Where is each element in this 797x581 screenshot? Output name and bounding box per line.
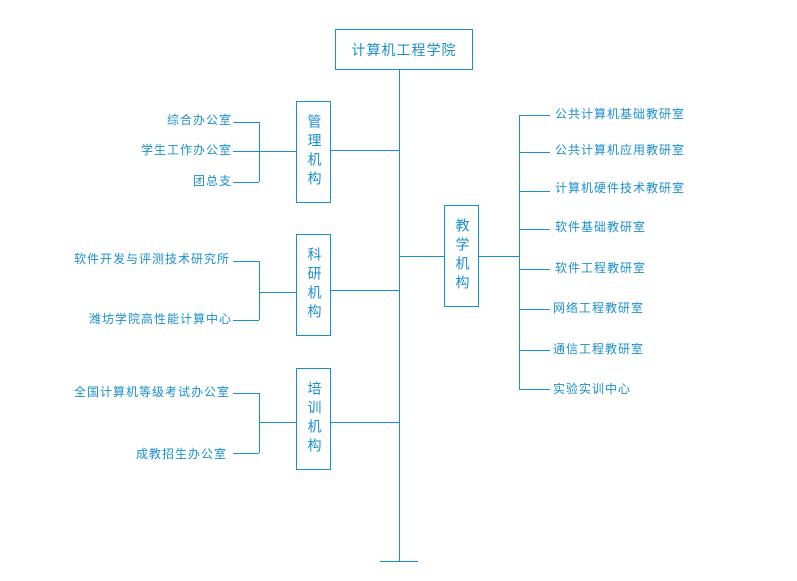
research-item: 软件开发与评测技术研究所 [73, 252, 230, 266]
root-node: 计算机工程学院 [335, 29, 473, 70]
management-node: 管理机构 [296, 101, 331, 203]
teaching-item: 软件基础教研室 [555, 220, 647, 234]
teaching-item: 软件工程教研室 [555, 261, 647, 275]
management-item: 学生工作办公室 [140, 143, 232, 157]
teaching-item: 公共计算机应用教研室 [555, 143, 686, 157]
teaching-node: 教学机构 [444, 205, 479, 307]
training-node: 培训机构 [296, 368, 331, 470]
training-item: 成教招生办公室 [135, 447, 227, 461]
teaching-item: 实验实训中心 [553, 382, 632, 396]
research-item: 潍坊学院高性能计算中心 [88, 312, 232, 326]
teaching-item: 网络工程教研室 [553, 301, 645, 315]
teaching-item: 通信工程教研室 [553, 342, 645, 356]
training-item: 全国计算机等级考试办公室 [73, 385, 230, 399]
management-item: 综合办公室 [166, 113, 232, 127]
teaching-item: 计算机硬件技术教研室 [555, 181, 686, 195]
teaching-item: 公共计算机基础教研室 [555, 107, 686, 121]
management-item: 团总支 [192, 174, 232, 188]
research-node: 科研机构 [296, 234, 331, 336]
